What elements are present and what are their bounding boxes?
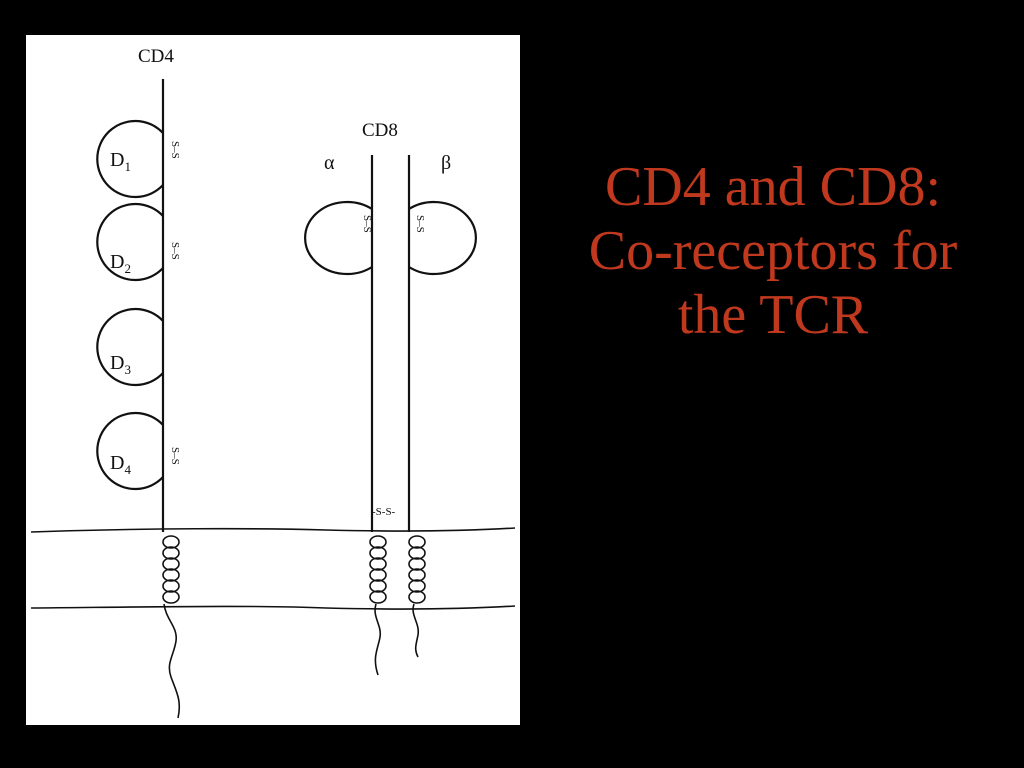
cd8-interchain-disulfide: -S-S- — [372, 506, 396, 518]
title-line-2: Co-receptors for — [588, 220, 958, 282]
slide-title: CD4 and CD8: Co-receptors for the TCR — [548, 155, 998, 347]
membrane-inner-line — [30, 605, 516, 610]
cd4-domain-label-4: D4 — [110, 452, 131, 477]
figure-panel: CD4 D1 D2 D3 D4 S–S S–S S–S — [26, 35, 520, 725]
cd4-domain-4 — [96, 411, 164, 491]
cd8-label: CD8 — [362, 120, 398, 141]
cd8-beta-transmembrane-helix — [408, 535, 426, 604]
cd4-domain-label-1: D1 — [110, 149, 131, 174]
cd4-disulfide-2: S–S — [169, 242, 181, 260]
cd4-label: CD4 — [138, 46, 174, 67]
cd8-beta-label: β — [441, 152, 451, 174]
cd8-alpha-disulfide: S–S — [361, 215, 373, 233]
title-line-3: the TCR — [677, 284, 869, 346]
membrane-outer-line — [30, 527, 516, 533]
cd4-domain-2 — [96, 202, 164, 282]
cd8-alpha-cytoplasmic-tail — [374, 603, 382, 676]
cd4-domain-1 — [96, 119, 164, 199]
cd8-alpha-domain — [304, 200, 373, 276]
cd8-alpha-transmembrane-helix — [369, 535, 387, 604]
cd4-domain-label-2: D2 — [110, 251, 131, 276]
cd4-disulfide-1: S–S — [169, 141, 181, 159]
cd4-domain-label-3: D3 — [110, 352, 131, 377]
cd8-alpha-label: α — [324, 152, 335, 174]
cd8-beta-disulfide: S–S — [414, 215, 426, 233]
title-line-1: CD4 and CD8: — [605, 156, 941, 218]
coreceptor-diagram: CD4 D1 D2 D3 D4 S–S S–S S–S — [30, 46, 516, 719]
cd8-beta-cytoplasmic-tail — [412, 603, 420, 658]
cd4-disulfide-4: S–S — [169, 447, 181, 465]
cd8-beta-domain — [408, 200, 477, 276]
cd4-transmembrane-helix — [162, 535, 180, 604]
cd4-domain-3 — [96, 307, 164, 387]
cd4-cytoplasmic-tail — [163, 603, 181, 719]
